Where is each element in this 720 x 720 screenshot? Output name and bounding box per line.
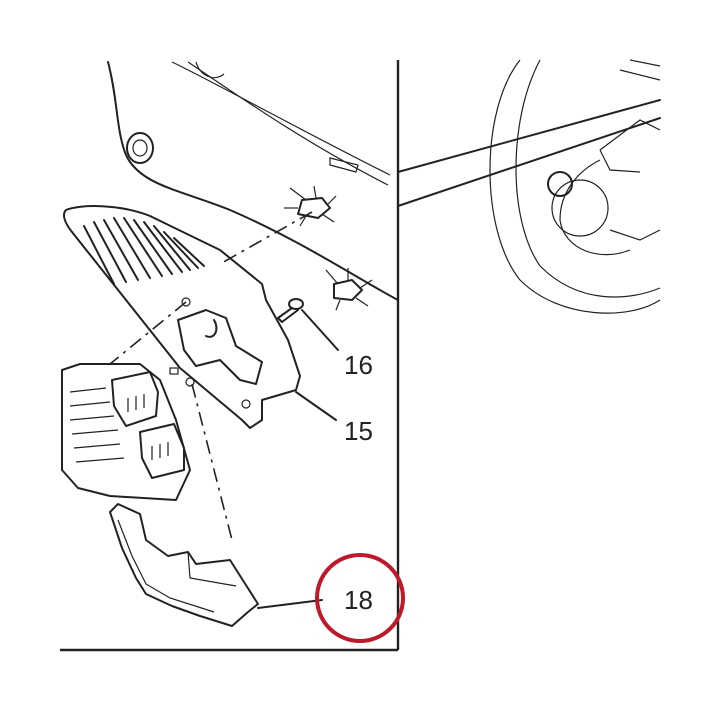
control-unit: [61, 363, 191, 501]
assembly-lines: [109, 211, 313, 541]
leader-lines: [257, 309, 339, 609]
highlight-ring: [315, 553, 405, 643]
frame: [60, 60, 400, 652]
callout-18: 18: [344, 585, 373, 615]
nut-clip-upper: [284, 185, 337, 227]
screw: [277, 298, 304, 323]
bracket-plate: [63, 205, 301, 429]
grille-slots: [83, 217, 205, 285]
callout-16: 16: [344, 350, 373, 380]
callout-15: 15: [344, 416, 373, 446]
inset-wheel: [397, 59, 661, 314]
cover-part: [109, 503, 259, 627]
body-panel: [107, 61, 399, 301]
nut-clip-lower: [325, 268, 373, 311]
